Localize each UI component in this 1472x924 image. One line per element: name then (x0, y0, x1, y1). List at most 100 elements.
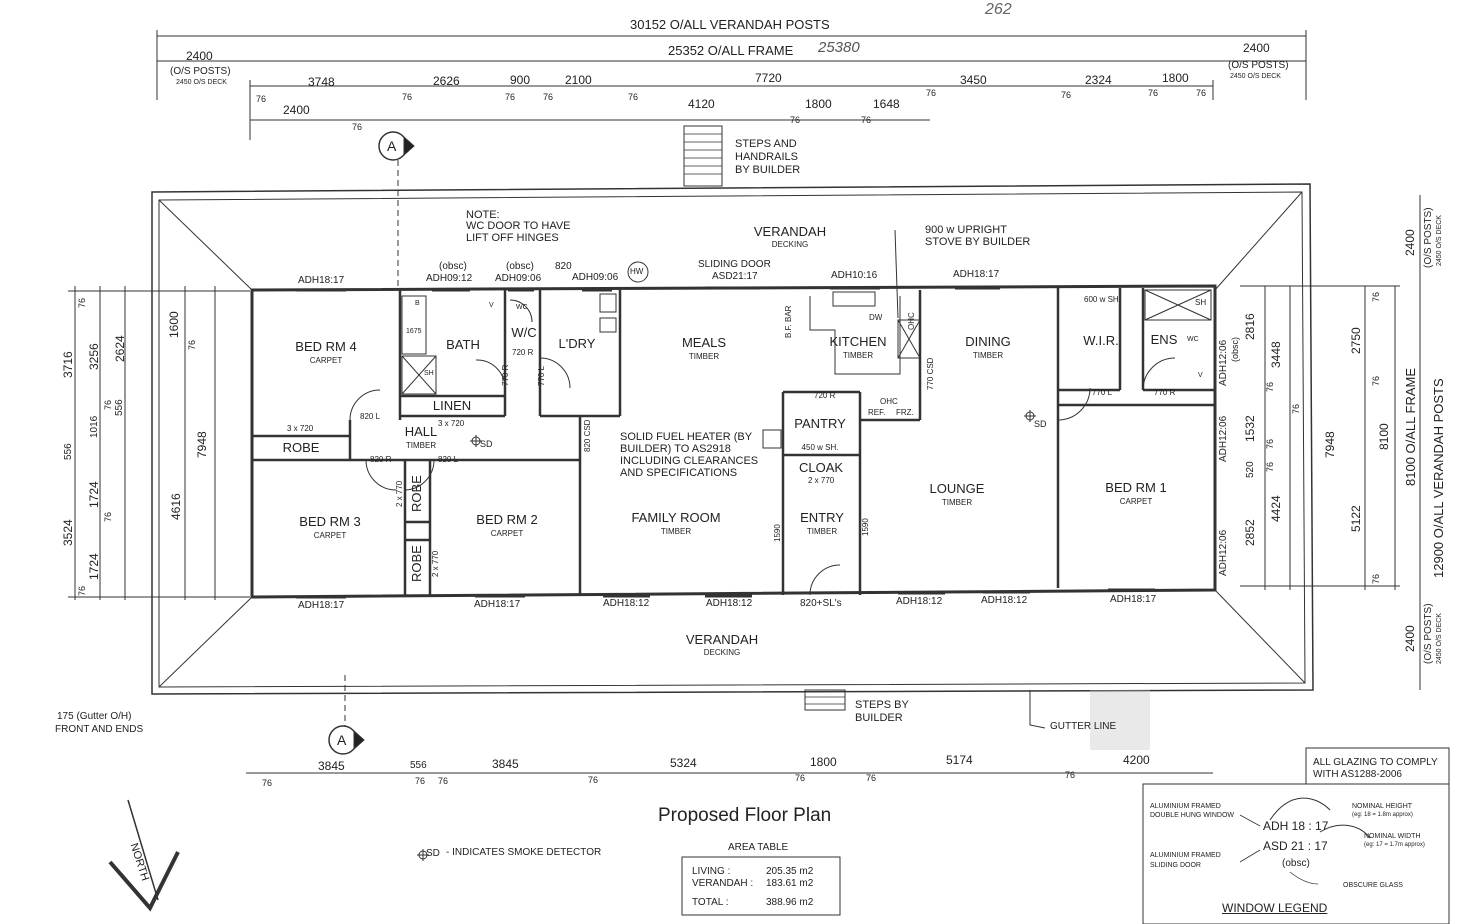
steps-top-note-2: HANDRAILS (735, 151, 798, 163)
room-bed4-floor: CARPET (309, 356, 343, 365)
section-marker-top (378, 131, 415, 161)
door-label-bath: 770 R (501, 364, 510, 386)
window-bed1: ADH18:17 (1110, 594, 1157, 605)
cloak-doors: 2 x 770 (808, 476, 835, 485)
note-heading: NOTE: (466, 209, 500, 221)
window-bath: ADH09:12 (426, 273, 473, 284)
door-820-top: 820 (555, 261, 572, 272)
gutter-line-label: GUTTER LINE (1050, 721, 1117, 732)
area-living-label: LIVING : (692, 866, 731, 877)
ensuite-shower: SH (1195, 298, 1207, 307)
top-dim-76-d: 76 (543, 92, 554, 102)
breakfast-bar: B.F. BAR (784, 305, 793, 338)
door-label-wc: 720 R (512, 348, 534, 357)
top-dim-5: 7720 (755, 71, 782, 85)
room-bed1-floor: CARPET (1119, 497, 1153, 506)
bottom-dim-2: 556 (410, 760, 427, 771)
room-robe-bed3: ROBE (409, 475, 424, 512)
top-dim-4: 2100 (565, 73, 592, 87)
top-dim-76-g: 76 (1061, 90, 1072, 100)
window-bath-obsc: (obsc) (439, 261, 467, 272)
room-bed4: BED RM 4 (295, 339, 357, 354)
cavity-door-dining: 770 CSD (926, 357, 935, 390)
top-dim-76-f: 76 (926, 88, 937, 98)
room-lounge-floor: TIMBER (941, 498, 973, 507)
gutter-overhang-1: 175 (Gutter O/H) (57, 711, 132, 722)
window-bed1-side-a: ADH12:06 (1218, 415, 1229, 462)
steps-bottom-note-2: BUILDER (855, 712, 903, 724)
gutter-overhang-2: FRONT AND ENDS (55, 724, 144, 735)
bottom-dim-76-a: 76 (262, 778, 273, 788)
fridge-space: REF. (868, 408, 886, 417)
window-lounge-1: ADH18:12 (896, 596, 943, 607)
left-dim-2624: 2624 (113, 335, 127, 362)
top-dim-76-b: 76 (402, 92, 413, 102)
room-robe-bed2: ROBE (409, 545, 424, 582)
legend-nominal-width: NOMINAL WIDTH (1364, 833, 1421, 840)
room-meals-floor: TIMBER (688, 352, 720, 361)
room-wc: W/C (511, 325, 537, 340)
right-dim-76-d: 76 (1291, 403, 1301, 414)
right-dim-7948: 7948 (1323, 431, 1337, 458)
room-robe-bed4: ROBE (282, 440, 320, 455)
room-family-floor: TIMBER (660, 527, 692, 536)
left-dim-76-c: 76 (103, 399, 113, 410)
bottom-dim-1: 3845 (318, 759, 345, 773)
right-dim-520: 520 (1245, 461, 1256, 478)
right-dim-8100-frame: 8100 O/ALL FRAME (1403, 367, 1418, 486)
area-total-label: TOTAL : (692, 897, 729, 908)
top-dim-76-l: 76 (861, 115, 872, 125)
sidelight-right: 1590 (861, 518, 870, 536)
scan-shadow (1090, 690, 1150, 750)
window-kitchen: ADH10:16 (831, 270, 878, 281)
heater-note-2: BUILDER) TO AS2918 (620, 443, 731, 455)
left-dim-76-b: 76 (187, 339, 197, 350)
window-ensuite-obsc: (obsc) (1230, 336, 1240, 362)
robe-doors-bed4: 3 x 720 (287, 424, 314, 433)
sliding-door-code: ASD21:17 (712, 271, 758, 282)
right-dim-8100: 8100 (1377, 423, 1391, 450)
left-os-deck: 2450 O/S DECK (176, 79, 227, 86)
smoke-detector-hall: SD (480, 439, 493, 449)
overall-frame-dim: 25352 O/ALL FRAME (668, 43, 794, 58)
left-dim-76-e: 76 (77, 585, 87, 596)
legend-nominal-height-eg: (eg: 18 = 1.8m approx) (1352, 812, 1413, 818)
verandah-bottom-floor: DECKING (703, 648, 741, 657)
window-lounge-2: ADH18:12 (981, 595, 1028, 606)
right-dim-76-c: 76 (1371, 375, 1381, 386)
verandah-top-floor: DECKING (771, 240, 809, 249)
bottom-dim-4: 5324 (670, 756, 697, 770)
wir-shelf: 600 w SH. (1084, 295, 1121, 304)
window-bed2: ADH18:17 (474, 599, 521, 610)
left-dim-76-d: 76 (103, 511, 113, 522)
room-dining-floor: TIMBER (972, 351, 1004, 360)
toilet-ens: WC (1187, 336, 1199, 343)
note-line-2: LIFT OFF HINGES (466, 232, 559, 244)
right-os-label: (O/S POSTS) (1228, 60, 1289, 71)
right-dim-5122: 5122 (1349, 505, 1363, 532)
window-ldry: ADH09:06 (572, 272, 619, 283)
room-bed3: BED RM 3 (299, 514, 361, 529)
top-dim-76-j: 76 (352, 122, 363, 132)
window-wc: ADH09:06 (495, 273, 542, 284)
legend-sd-1: ALUMINIUM FRAMED (1150, 852, 1221, 859)
bottom-dim-5: 1800 (810, 755, 837, 769)
right-dim-76-e: 76 (1265, 438, 1275, 449)
legend-obsc-example: (obsc) (1282, 858, 1310, 869)
left-dim-76-a: 76 (77, 297, 87, 308)
room-entry-floor: TIMBER (806, 527, 838, 536)
dishwasher: DW (869, 313, 883, 322)
top-dim-76-k: 76 (790, 115, 801, 125)
left-dim-1724-a: 1724 (87, 481, 101, 508)
area-table-heading: AREA TABLE (728, 842, 789, 853)
bottom-dim-7: 4200 (1123, 753, 1150, 767)
vanity-ens: V (1198, 372, 1203, 379)
top-dim-76-i: 76 (1196, 88, 1207, 98)
left-dim-3256: 3256 (87, 343, 101, 370)
right-dim-76-a: 76 (1371, 291, 1381, 302)
steps-bottom-note-1: STEPS BY (855, 699, 909, 711)
right-dim-deck-top: 2450 O/S DECK (1436, 215, 1443, 266)
top-dim-6: 3450 (960, 73, 987, 87)
room-wir: W.I.R. (1083, 333, 1119, 348)
top-dim-76-c: 76 (505, 92, 516, 102)
